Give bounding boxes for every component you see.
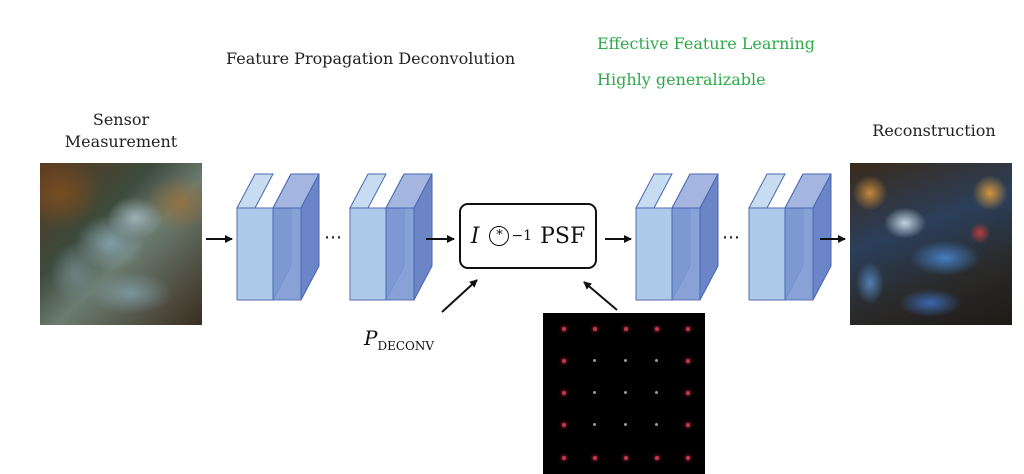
- psf-spot: [655, 456, 659, 460]
- encoder-ellipsis: ⋯: [324, 227, 342, 248]
- psf-spot: [686, 359, 690, 363]
- decoder-layer-block-1: [635, 173, 719, 301]
- psf-spot: [562, 359, 566, 363]
- psf-spot: [624, 391, 627, 394]
- sensor-measurement-image: [40, 163, 202, 325]
- decoder-layer-block-2: [748, 173, 832, 301]
- psf-spot: [686, 423, 690, 427]
- psf-spot: [562, 327, 566, 331]
- sensor-measurement-label: Sensor Measurement: [40, 109, 202, 153]
- fpd-title: Feature Propagation Deconvolution: [226, 49, 516, 68]
- psf-spot: [655, 423, 658, 426]
- reconstruction-label: Reconstruction: [872, 121, 996, 140]
- psf-spot: [686, 391, 690, 395]
- psf-spot: [562, 456, 566, 460]
- psf-spot: [593, 423, 596, 426]
- p-script-symbol: P: [364, 326, 378, 350]
- psf-spot: [624, 456, 628, 460]
- arrow-pdeconv-to-box: [441, 279, 478, 313]
- psf-spot: [593, 391, 596, 394]
- encoder-layer-block-1: [236, 173, 320, 301]
- psf-spot: [624, 359, 627, 362]
- p-deconv-label: PDECONV: [364, 326, 435, 353]
- deconvolution-operator-box: I *−1 PSF: [459, 203, 597, 269]
- psf-spot: [686, 456, 690, 460]
- sensor-label-line2: Measurement: [64, 132, 178, 151]
- psf-image: [543, 313, 705, 474]
- psf-spot: [593, 327, 597, 331]
- reconstruction-image: [850, 163, 1012, 325]
- sensor-label-line1: Sensor: [92, 110, 150, 129]
- arrow-psf-to-box: [583, 281, 618, 311]
- psf-spot: [686, 327, 690, 331]
- decoder-ellipsis: ⋯: [722, 227, 740, 248]
- psf-spot: [593, 456, 597, 460]
- green-note-generalizable: Highly generalizable: [597, 70, 766, 89]
- op-psf-text: PSF: [540, 223, 586, 249]
- psf-spot: [593, 359, 596, 362]
- psf-spot: [655, 327, 659, 331]
- psf-spot: [562, 391, 566, 395]
- op-inverse-superscript: −1: [511, 228, 533, 244]
- p-deconv-subscript: DECONV: [377, 339, 435, 353]
- psf-spot: [624, 423, 627, 426]
- psf-spot: [562, 423, 566, 427]
- encoder-layer-block-2: [349, 173, 433, 301]
- psf-spot: [624, 327, 628, 331]
- op-image-symbol: I: [470, 223, 480, 249]
- psf-spot: [655, 391, 658, 394]
- psf-spot: [655, 359, 658, 362]
- convolution-circle-icon: *: [489, 226, 510, 246]
- green-note-effective: Effective Feature Learning: [597, 34, 816, 53]
